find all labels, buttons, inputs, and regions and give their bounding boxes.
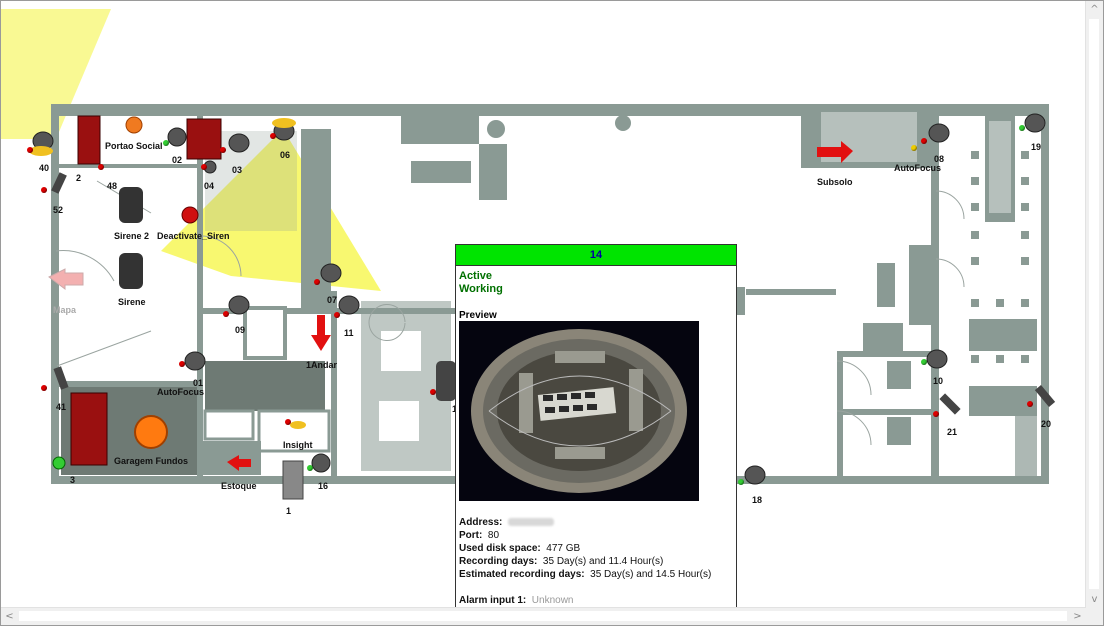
- status-dot-20: [1027, 401, 1033, 407]
- status-dot-41: [41, 385, 47, 391]
- camera-label-1b[interactable]: 1: [452, 404, 457, 414]
- label-sirene-2[interactable]: Sirene 2: [114, 231, 150, 241]
- label-garagem-fundos[interactable]: Garagem Fundos: [114, 456, 189, 466]
- camera-label-21[interactable]: 21: [947, 427, 958, 437]
- camera-label-20[interactable]: 20: [1041, 419, 1052, 429]
- vertical-scrollbar[interactable]: ^ v: [1085, 1, 1103, 608]
- camera-label-10[interactable]: 10: [933, 376, 944, 386]
- alarm-row: Alarm input 1: Unknown: [459, 595, 574, 606]
- status-dot-52: [41, 187, 47, 193]
- status-dot-16: [307, 465, 313, 471]
- camera-label-41[interactable]: 41: [56, 402, 67, 412]
- status-dot-21: [933, 411, 939, 417]
- popup-status-active: Active: [459, 270, 493, 282]
- scroll-left-icon[interactable]: <: [5, 611, 14, 622]
- camera-label-06[interactable]: 06: [280, 150, 291, 160]
- label-portao-social[interactable]: Portao Social: [105, 141, 163, 151]
- popup-camera-title: 14: [456, 245, 736, 266]
- scroll-down-icon[interactable]: v: [1091, 594, 1098, 605]
- camera-label-16[interactable]: 16: [318, 481, 329, 491]
- address-row: Address:: [459, 516, 711, 529]
- status-dot-10: [921, 359, 927, 365]
- status-dot-14: [430, 389, 436, 395]
- label-autofocus-1[interactable]: AutoFocus: [157, 387, 204, 397]
- scroll-up-icon[interactable]: ^: [1090, 4, 1099, 15]
- camera-label-01[interactable]: 01: [193, 378, 204, 388]
- status-dot-19: [1019, 125, 1025, 131]
- camera-label-08[interactable]: 08: [934, 154, 945, 164]
- camera-label-02[interactable]: 02: [172, 155, 183, 165]
- status-dot-02: [163, 140, 169, 146]
- horizontal-scroll-thumb[interactable]: [19, 611, 1067, 621]
- label-1andar[interactable]: 1Andar: [306, 360, 338, 370]
- floor-plan-map[interactable]: 40 2 Portao Social 02 03 04 48 06 52 Sir…: [1, 1, 1086, 608]
- disk-row: Used disk space: 477 GB: [459, 543, 581, 554]
- status-dot-03: [220, 147, 226, 153]
- label-insight[interactable]: Insight: [283, 440, 313, 450]
- status-dot-18: [738, 479, 744, 485]
- status-dot-08: [921, 138, 927, 144]
- camera-label-07[interactable]: 07: [327, 295, 338, 305]
- status-dot-insight: [285, 419, 291, 425]
- camera-label-1[interactable]: 1: [286, 506, 292, 516]
- camera-label-52[interactable]: 52: [53, 205, 64, 215]
- camera-label-40[interactable]: 40: [39, 163, 50, 173]
- status-dot-09: [223, 311, 229, 317]
- status-dot-06: [270, 133, 276, 139]
- camera-label-18[interactable]: 18: [752, 495, 763, 505]
- camera-label-09[interactable]: 09: [235, 325, 246, 335]
- scroll-right-icon[interactable]: >: [1073, 611, 1082, 622]
- vertical-scroll-thumb[interactable]: [1089, 19, 1099, 589]
- popup-status-working: Working: [459, 283, 503, 295]
- status-dot-01: [179, 361, 185, 367]
- horizontal-scrollbar[interactable]: < >: [1, 607, 1086, 625]
- floor-plan-drawing: [1, 9, 1056, 500]
- scrollbar-corner: [1086, 608, 1103, 625]
- popup-preview-label: Preview: [459, 310, 497, 321]
- estimated-days-row: Estimated recording days: 35 Day(s) and …: [459, 569, 712, 580]
- status-dot-04: [201, 164, 207, 170]
- status-dot-48: [98, 164, 104, 170]
- port-row: Port: 80: [459, 530, 500, 541]
- camera-label-2[interactable]: 2: [76, 173, 82, 183]
- camera-label-19[interactable]: 19: [1031, 142, 1042, 152]
- camera-label-03[interactable]: 03: [232, 165, 243, 175]
- camera-info-popup: 14 Active Working Preview: [455, 244, 737, 610]
- status-dot-autofocus2: [911, 145, 917, 151]
- status-dot-07: [314, 279, 320, 285]
- camera-label-04[interactable]: 04: [204, 181, 215, 191]
- camera-info-list: Address: Port: 80 Used disk space: 477 G…: [459, 516, 711, 607]
- status-dot-40: [27, 147, 33, 153]
- recording-days-row: Recording days: 35 Day(s) and 11.4 Hour(…: [459, 556, 664, 567]
- label-autofocus-2[interactable]: AutoFocus: [894, 163, 941, 173]
- camera-preview-image: [459, 321, 699, 501]
- label-deactivate-siren[interactable]: Deactivate_Siren: [157, 231, 230, 241]
- camera-label-3[interactable]: 3: [70, 475, 76, 485]
- camera-label-48[interactable]: 48: [107, 181, 118, 191]
- camera-label-11[interactable]: 11: [344, 328, 354, 338]
- status-dot-11: [334, 312, 340, 318]
- label-subsolo[interactable]: Subsolo: [817, 177, 853, 187]
- fisheye-preview: [459, 321, 699, 501]
- label-sirene[interactable]: Sirene: [118, 297, 146, 307]
- label-estoque[interactable]: Estoque: [221, 481, 257, 491]
- label-mapa[interactable]: Mapa: [53, 305, 77, 315]
- address-value-redacted: [507, 518, 554, 527]
